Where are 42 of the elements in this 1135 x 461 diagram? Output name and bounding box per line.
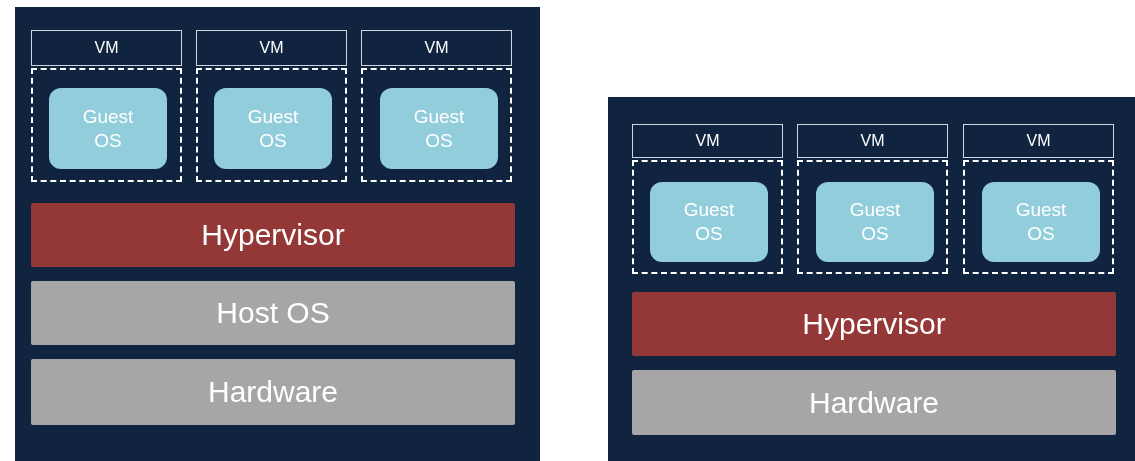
vm-slot	[632, 160, 783, 274]
layer-label: VM	[860, 131, 885, 151]
guest-os-box	[380, 88, 498, 169]
guest-os-label: Guest OS	[412, 104, 466, 153]
layer-label: Host OS	[216, 295, 330, 331]
layer-label: VM	[94, 38, 119, 58]
hardware-layer	[31, 359, 515, 425]
layer-label: VM	[695, 131, 720, 151]
guest-os-label: Guest OS	[81, 104, 135, 153]
guest-os-box	[214, 88, 332, 169]
layer-label: VM	[1026, 131, 1051, 151]
hypervisor-layer	[31, 203, 515, 267]
vm-slot	[196, 68, 347, 182]
layer-label: Hypervisor	[201, 217, 345, 253]
guest-os-label: Guest OS	[848, 198, 902, 246]
guest-os-box	[650, 182, 768, 262]
server-panel	[608, 97, 1135, 461]
vm-slot	[797, 160, 948, 274]
guest-os-label: Guest OS	[1014, 198, 1068, 246]
vm-slot	[31, 68, 182, 182]
layer-label: Hardware	[808, 384, 940, 421]
hardware-layer	[632, 370, 1116, 435]
vm-slot	[361, 68, 512, 182]
vm-label-box	[797, 124, 948, 158]
layer-label: Hardware	[207, 374, 339, 410]
guest-os-box	[49, 88, 167, 169]
guest-os-label: Guest OS	[246, 104, 300, 153]
vm-label-box	[31, 30, 182, 66]
guest-os-box	[816, 182, 934, 262]
vm-label-box	[361, 30, 512, 66]
server-panel	[15, 7, 540, 461]
vm-slot	[963, 160, 1114, 274]
vm-label-box	[196, 30, 347, 66]
guest-os-label: Guest OS	[682, 198, 736, 246]
layer-label: VM	[259, 38, 284, 58]
guest-os-box	[982, 182, 1100, 262]
layer-label: Hypervisor	[802, 306, 946, 342]
hypervisor-layer	[632, 292, 1116, 356]
vm-label-box	[632, 124, 783, 158]
vm-label-box	[963, 124, 1114, 158]
layer-label: VM	[424, 38, 449, 58]
hardware-layer	[31, 281, 515, 345]
